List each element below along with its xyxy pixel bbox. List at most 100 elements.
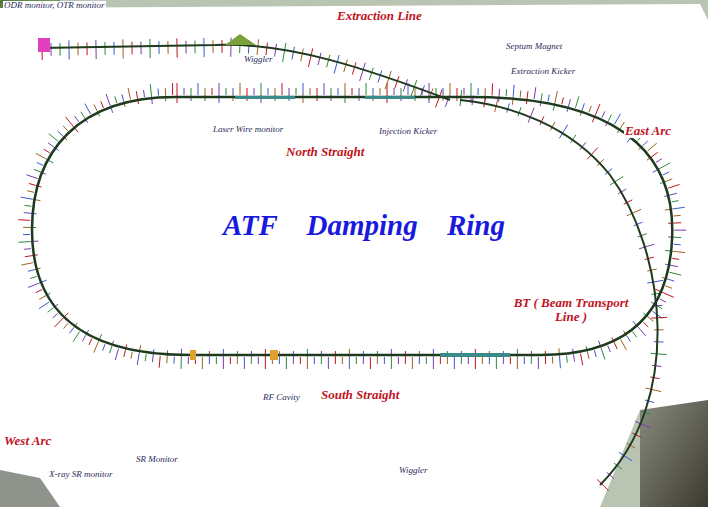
magnet-tick bbox=[426, 357, 427, 364]
magnet-tick bbox=[65, 117, 73, 126]
component-label: Wiggler bbox=[243, 55, 274, 64]
magnet-tick bbox=[292, 47, 294, 60]
magnet-tick bbox=[173, 357, 174, 364]
magnet-tick bbox=[545, 357, 546, 364]
magnet-tick bbox=[25, 205, 32, 207]
magnet-tick bbox=[254, 88, 255, 95]
magnet-tick bbox=[110, 346, 112, 353]
magnet-tick bbox=[37, 162, 43, 165]
magnet-tick bbox=[251, 357, 252, 364]
component-label: SR Monitor bbox=[135, 455, 179, 464]
magnet-tick bbox=[202, 357, 203, 369]
magnet-tick bbox=[660, 163, 671, 169]
magnet-tick bbox=[81, 112, 85, 118]
magnet-tick bbox=[21, 197, 33, 199]
magnet-tick bbox=[668, 279, 675, 281]
magnet-tick bbox=[209, 357, 210, 364]
magnet-tick bbox=[656, 159, 662, 163]
component-label: Laser Wire monitor bbox=[212, 125, 284, 134]
magnet-tick bbox=[286, 357, 287, 369]
magnet-tick bbox=[23, 234, 30, 235]
magnet-tick bbox=[86, 42, 87, 55]
magnet-tick bbox=[468, 357, 469, 364]
magnet-tick bbox=[513, 85, 514, 97]
magnet-tick bbox=[614, 343, 617, 349]
magnet-tick bbox=[221, 40, 222, 53]
wiggler-section bbox=[440, 353, 510, 357]
magnet-tick bbox=[101, 101, 104, 107]
wiggler-symbol bbox=[225, 34, 256, 45]
magnet-tick bbox=[18, 241, 30, 243]
magnet-tick bbox=[328, 357, 329, 369]
magnet-tick bbox=[648, 143, 657, 151]
magnet-tick bbox=[352, 88, 353, 95]
magnet-tick bbox=[663, 292, 674, 297]
magnet-tick bbox=[203, 38, 204, 57]
magnet-tick bbox=[223, 357, 224, 369]
magnet-tick bbox=[648, 317, 653, 321]
magnet-tick bbox=[308, 48, 312, 67]
magnet-tick bbox=[608, 346, 611, 352]
magnet-tick bbox=[527, 91, 529, 98]
magnet-tick bbox=[373, 88, 374, 95]
magnet-tick bbox=[50, 43, 51, 56]
magnet-tick bbox=[310, 88, 311, 95]
magnet-tick bbox=[670, 272, 682, 275]
magnet-tick bbox=[27, 191, 34, 193]
magnet-tick bbox=[394, 88, 395, 95]
magnet-tick bbox=[471, 83, 472, 95]
extraction-line bbox=[40, 45, 450, 100]
magnet-tick bbox=[635, 421, 650, 427]
magnet-tick bbox=[261, 83, 262, 95]
magnet-tick bbox=[216, 357, 217, 364]
magnet-tick bbox=[48, 308, 54, 312]
title-text: ATF Damping Ring bbox=[222, 210, 506, 240]
magnet-tick bbox=[450, 83, 451, 95]
magnet-tick bbox=[566, 356, 568, 363]
magnet-tick bbox=[461, 357, 462, 364]
magnet-tick bbox=[541, 93, 542, 100]
magnet-tick bbox=[124, 350, 126, 357]
magnet-tick bbox=[552, 357, 553, 364]
magnet-tick bbox=[447, 357, 448, 364]
magnet-tick bbox=[559, 356, 561, 368]
magnet-tick bbox=[18, 219, 30, 221]
magnet-tick bbox=[296, 88, 297, 95]
magnet-tick bbox=[321, 357, 322, 364]
magnet-tick bbox=[363, 357, 364, 364]
magnet-tick bbox=[419, 357, 420, 364]
component-label: Wiggler bbox=[398, 466, 429, 475]
magnet-tick bbox=[601, 348, 605, 359]
magnet-tick bbox=[378, 71, 382, 83]
magnet-tick bbox=[673, 251, 685, 252]
magnet-tick bbox=[492, 83, 493, 95]
magnet-tick bbox=[643, 322, 648, 327]
magnet-tick bbox=[615, 114, 621, 124]
magnet-tick bbox=[145, 354, 147, 361]
magnet-tick bbox=[528, 108, 534, 123]
magnet-tick bbox=[28, 270, 35, 272]
magnet-tick bbox=[464, 88, 465, 95]
magnet-tick bbox=[672, 258, 679, 259]
magnet-tick bbox=[275, 88, 276, 95]
magnet-tick bbox=[24, 248, 31, 250]
magnet-tick bbox=[531, 357, 532, 364]
magnet-tick bbox=[185, 41, 186, 54]
component-label: Injection Kicker bbox=[378, 127, 438, 136]
magnet-tick bbox=[237, 357, 238, 364]
magnet-tick bbox=[671, 265, 678, 266]
magnet-tick bbox=[73, 332, 80, 342]
diagram-card bbox=[0, 4, 708, 507]
magnet-tick bbox=[342, 357, 343, 364]
magnet-tick bbox=[670, 193, 677, 195]
magnet-tick bbox=[191, 88, 192, 95]
magnet-tick bbox=[266, 43, 268, 56]
magnet-tick bbox=[377, 357, 378, 364]
magnet-tick bbox=[395, 76, 399, 88]
section-name: BT ( Beam Transport Line ) bbox=[510, 296, 632, 323]
magnet-tick bbox=[352, 62, 356, 74]
rf-cavity-symbol bbox=[270, 350, 278, 360]
magnet-tick bbox=[247, 88, 248, 95]
magnet-tick bbox=[405, 357, 406, 364]
magnet-tick bbox=[94, 105, 97, 111]
